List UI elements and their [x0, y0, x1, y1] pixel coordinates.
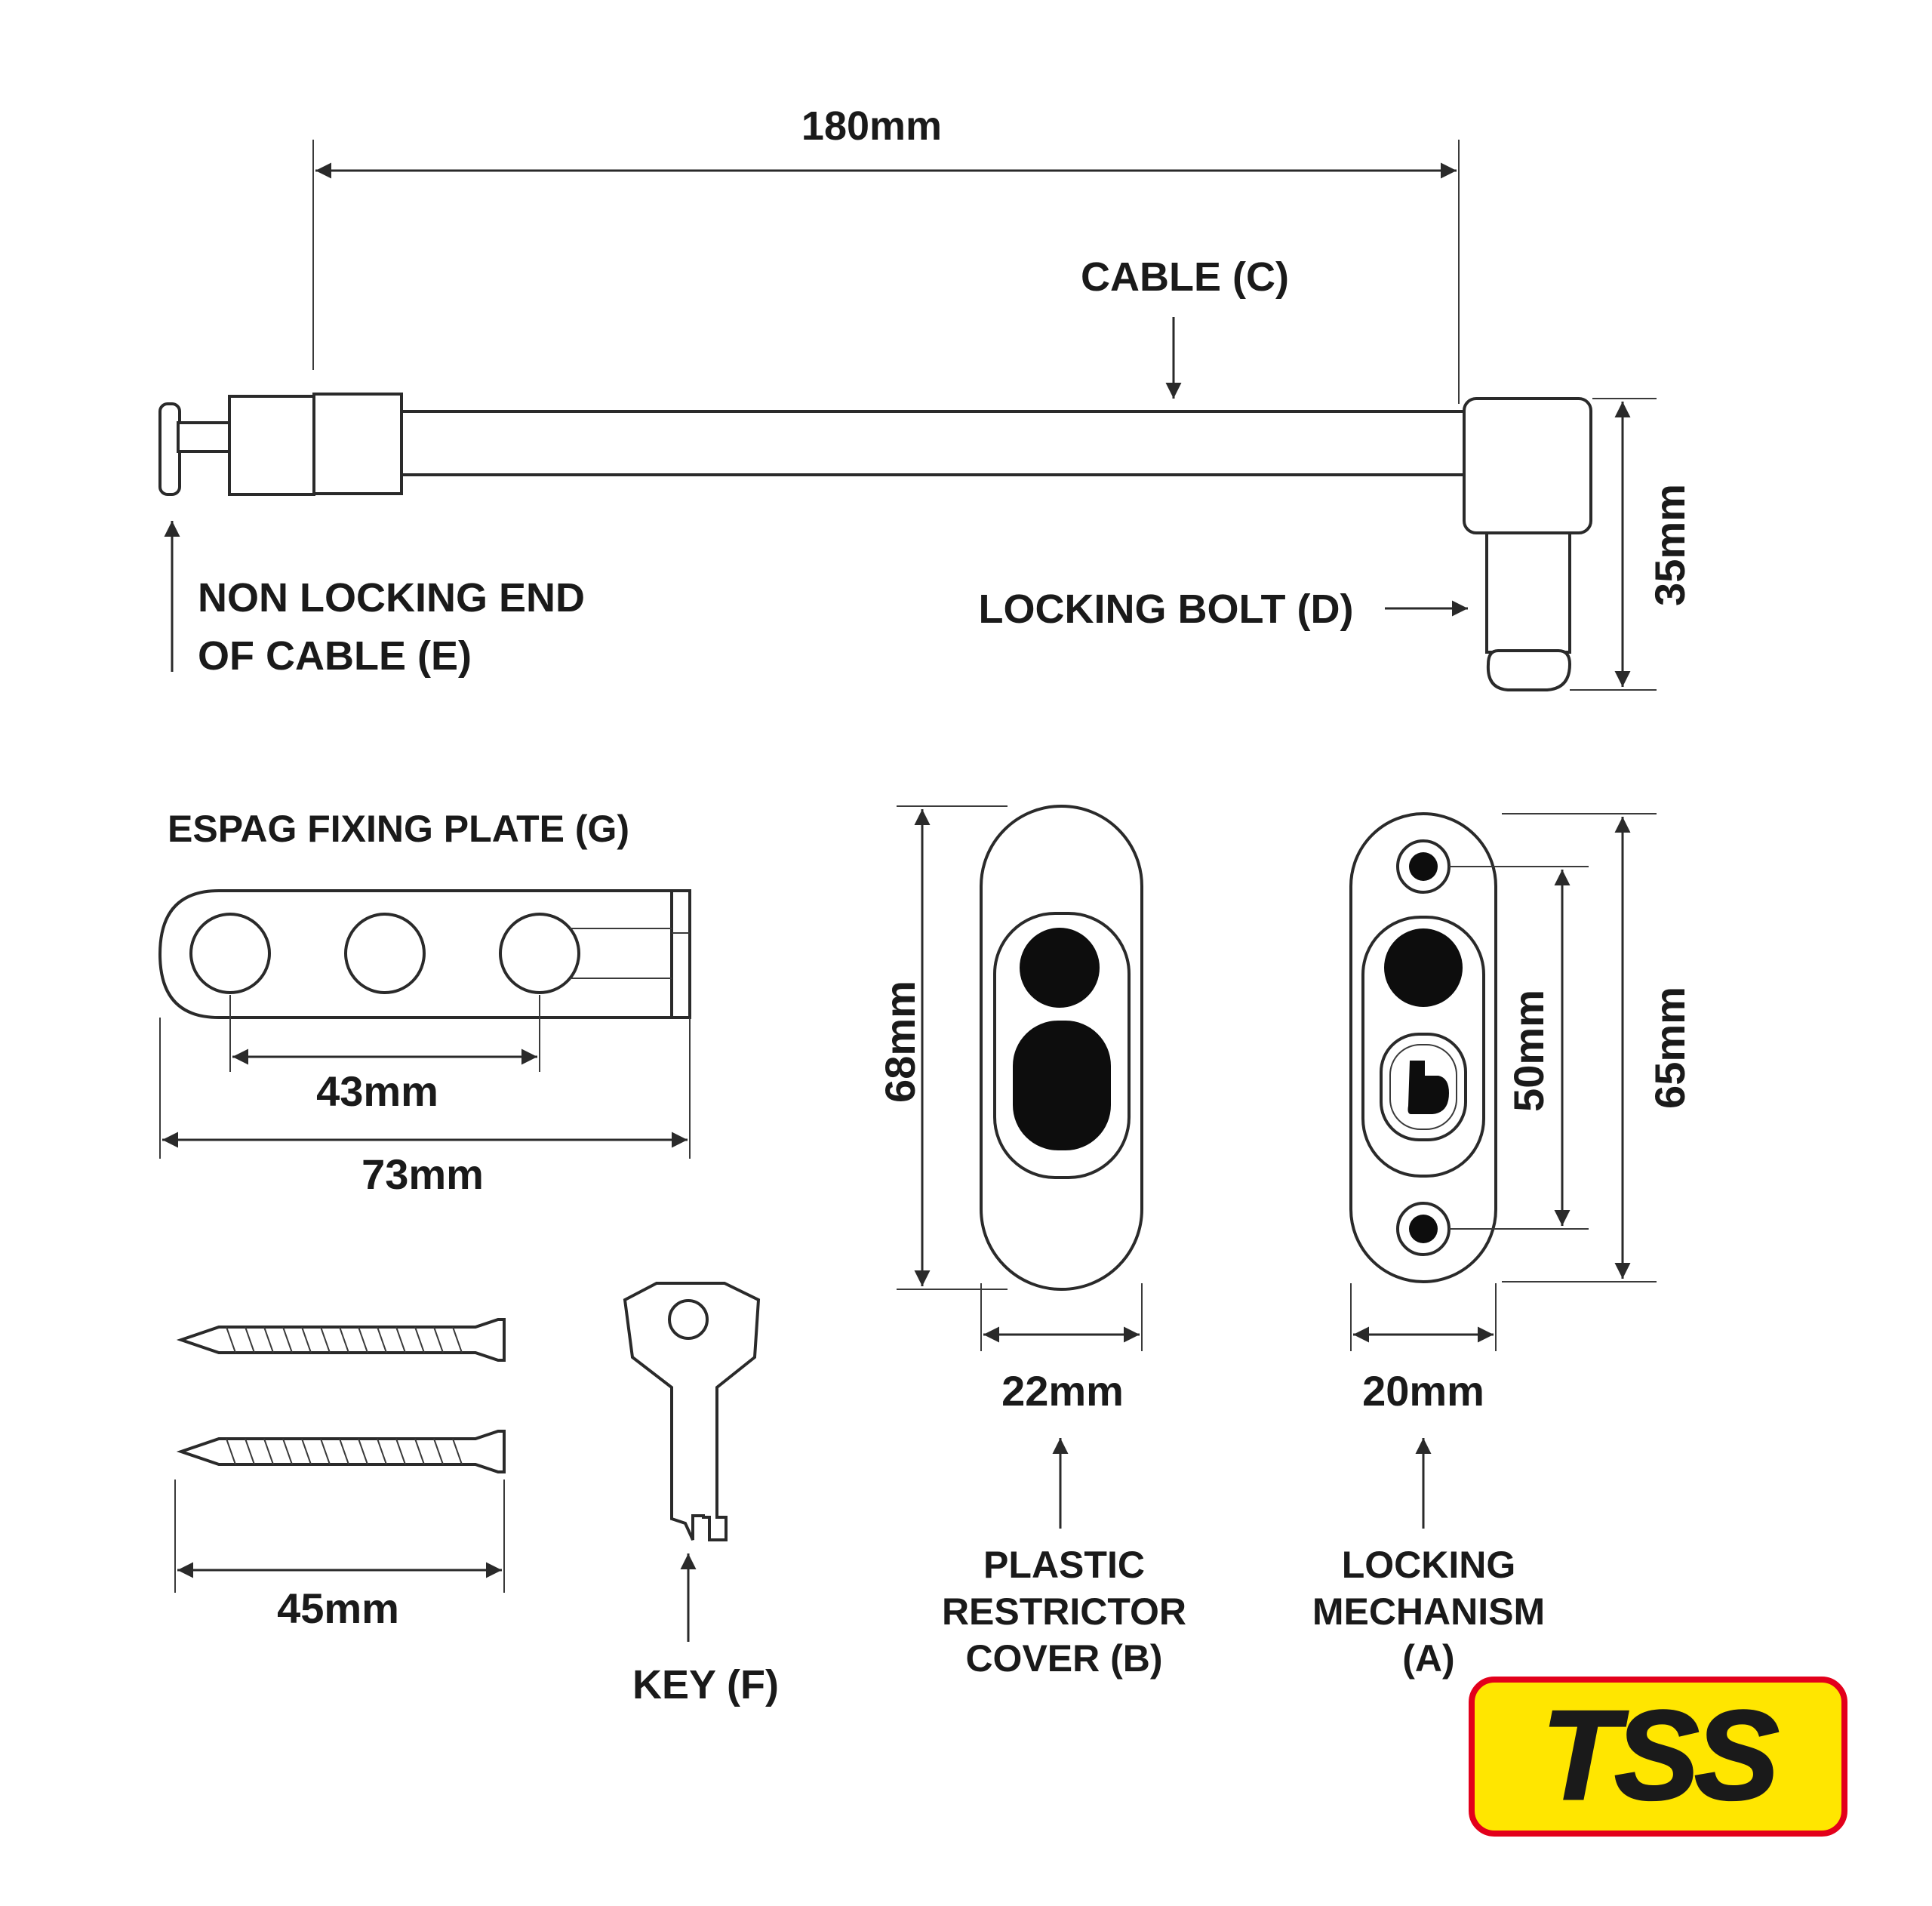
label-mech-inner-height: 50mm [1505, 990, 1552, 1112]
mech-hole-round [1384, 928, 1463, 1007]
plate-hole-3 [499, 913, 580, 994]
plate-hole-1 [189, 913, 271, 994]
locking-bolt-shaft [1485, 531, 1571, 654]
plate-edge [670, 889, 691, 1019]
key-hole [668, 1299, 709, 1340]
locking-bolt-tip [1486, 649, 1572, 691]
mech-keyway-inner [1389, 1044, 1457, 1130]
label-mech-width: 20mm [1362, 1367, 1484, 1415]
logo-badge [1469, 1677, 1847, 1837]
locking-head [1463, 397, 1592, 534]
screw-1 [176, 1318, 506, 1362]
label-cover-1: PLASTIC [983, 1544, 1145, 1586]
key-body [623, 1282, 761, 1541]
cable-ferrule-a [228, 395, 315, 496]
label-screw-length: 45mm [277, 1584, 399, 1632]
keyhole-icon [1407, 1061, 1449, 1114]
label-cover-2: RESTRICTOR [942, 1590, 1186, 1633]
label-cover-height: 68mm [876, 981, 924, 1103]
cable-end-stem [177, 421, 231, 453]
label-locking-bolt: LOCKING BOLT (D) [979, 587, 1354, 632]
label-cover-width: 22mm [1001, 1367, 1124, 1415]
espag-fixing-plate: ESPAG FIXING PLATE (G) 43mm 73mm [158, 808, 691, 1198]
locking-mechanism: 50mm 65mm 20mm LOCKING MECHANISM (A) [1312, 812, 1694, 1680]
mech-screw-top-hole [1409, 852, 1438, 881]
label-mech-1: LOCKING [1342, 1544, 1516, 1586]
plate-hole-2 [344, 913, 426, 994]
mech-screw-bottom-hole [1409, 1215, 1438, 1243]
label-mech-height: 65mm [1646, 987, 1694, 1109]
screw-2 [176, 1430, 506, 1473]
label-key: KEY (F) [632, 1662, 779, 1707]
label-espag-plate: ESPAG FIXING PLATE (G) [168, 808, 629, 850]
label-cover-3: COVER (B) [965, 1637, 1162, 1680]
label-hole-spacing: 43mm [316, 1067, 438, 1115]
key: KEY (F) [623, 1282, 779, 1707]
cover-hole-oval [1013, 1021, 1111, 1150]
plate-slot [570, 928, 672, 979]
label-plate-length: 73mm [361, 1150, 484, 1198]
label-cable: CABLE (C) [1081, 254, 1289, 300]
logo-text: TSS [1542, 1684, 1779, 1826]
cover-hole-round [1020, 928, 1100, 1008]
label-non-locking-1: NON LOCKING END [198, 575, 585, 620]
label-bolt-height: 35mm [1646, 484, 1694, 606]
cable-body [398, 410, 1466, 476]
cable-ferrule-b [312, 393, 403, 495]
plastic-restrictor-cover: 68mm 22mm PLASTIC RESTRICTOR COVER (B) [876, 805, 1186, 1680]
tss-logo: TSS [1469, 1677, 1847, 1837]
label-cable-length: 180mm [801, 103, 942, 149]
cable-assembly: 180mm CABLE (C) 35mm LOCKING BOLT (D) NO… [158, 103, 1694, 691]
screws: 45mm [174, 1318, 506, 1632]
label-non-locking-2: OF CABLE (E) [198, 633, 472, 679]
label-mech-3: (A) [1402, 1637, 1454, 1680]
label-mech-2: MECHANISM [1312, 1590, 1545, 1633]
